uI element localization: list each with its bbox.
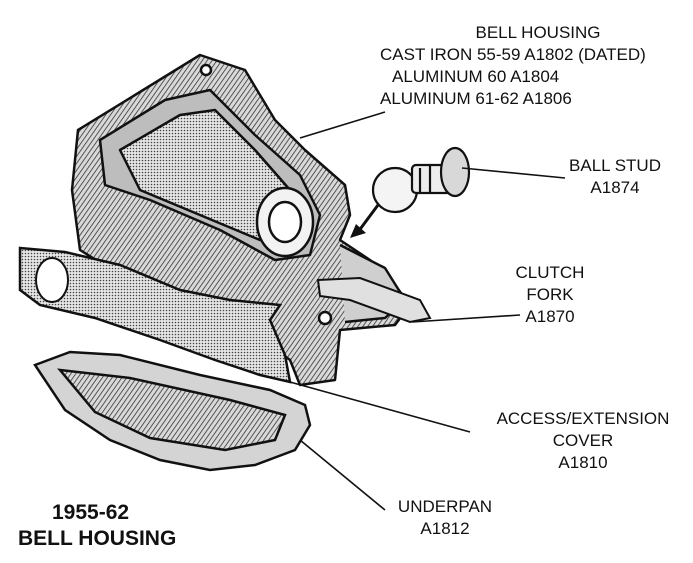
clutch-fork-part bbox=[316, 276, 432, 324]
access-cover-left-hole bbox=[35, 257, 69, 303]
underpan-callout-name: UNDERPAN bbox=[397, 497, 493, 516]
bell-housing-callout-line-cast-iron: CAST IRON 55-59 A1802 (DATED) bbox=[380, 45, 646, 64]
bell-housing-callout-title: BELL HOUSING bbox=[475, 23, 601, 42]
underpan-part bbox=[33, 350, 312, 472]
clutch-fork-callout-part: A1870 bbox=[525, 307, 575, 326]
access-cover-callout-part: A1810 bbox=[558, 453, 608, 472]
underpan-callout-part: A1812 bbox=[420, 519, 470, 538]
bell-housing-part bbox=[70, 53, 412, 387]
ball-stud-part bbox=[371, 146, 471, 214]
clutch-fork-callout-line2: FORK bbox=[526, 285, 574, 304]
ball-stud-callout-part: A1874 bbox=[590, 178, 640, 197]
access-cover-callout-line1: ACCESS/EXTENSION bbox=[496, 409, 670, 428]
clutch-fork-callout-line1: CLUTCH bbox=[515, 263, 585, 282]
leader-lines bbox=[289, 111, 566, 511]
access-cover-callout-line2: COVER bbox=[552, 431, 614, 450]
caption-title: BELL HOUSING bbox=[18, 527, 177, 550]
bell-housing-callout-line-aluminum-60: ALUMINUM 60 A1804 bbox=[392, 67, 560, 86]
ball-stud-callout-name: BALL STUD bbox=[569, 156, 661, 175]
access-cover-part bbox=[18, 246, 292, 384]
bell-housing-callout-line-aluminum-61-62: ALUMINUM 61-62 A1806 bbox=[380, 89, 572, 108]
caption-years: 1955-62 bbox=[52, 501, 130, 524]
